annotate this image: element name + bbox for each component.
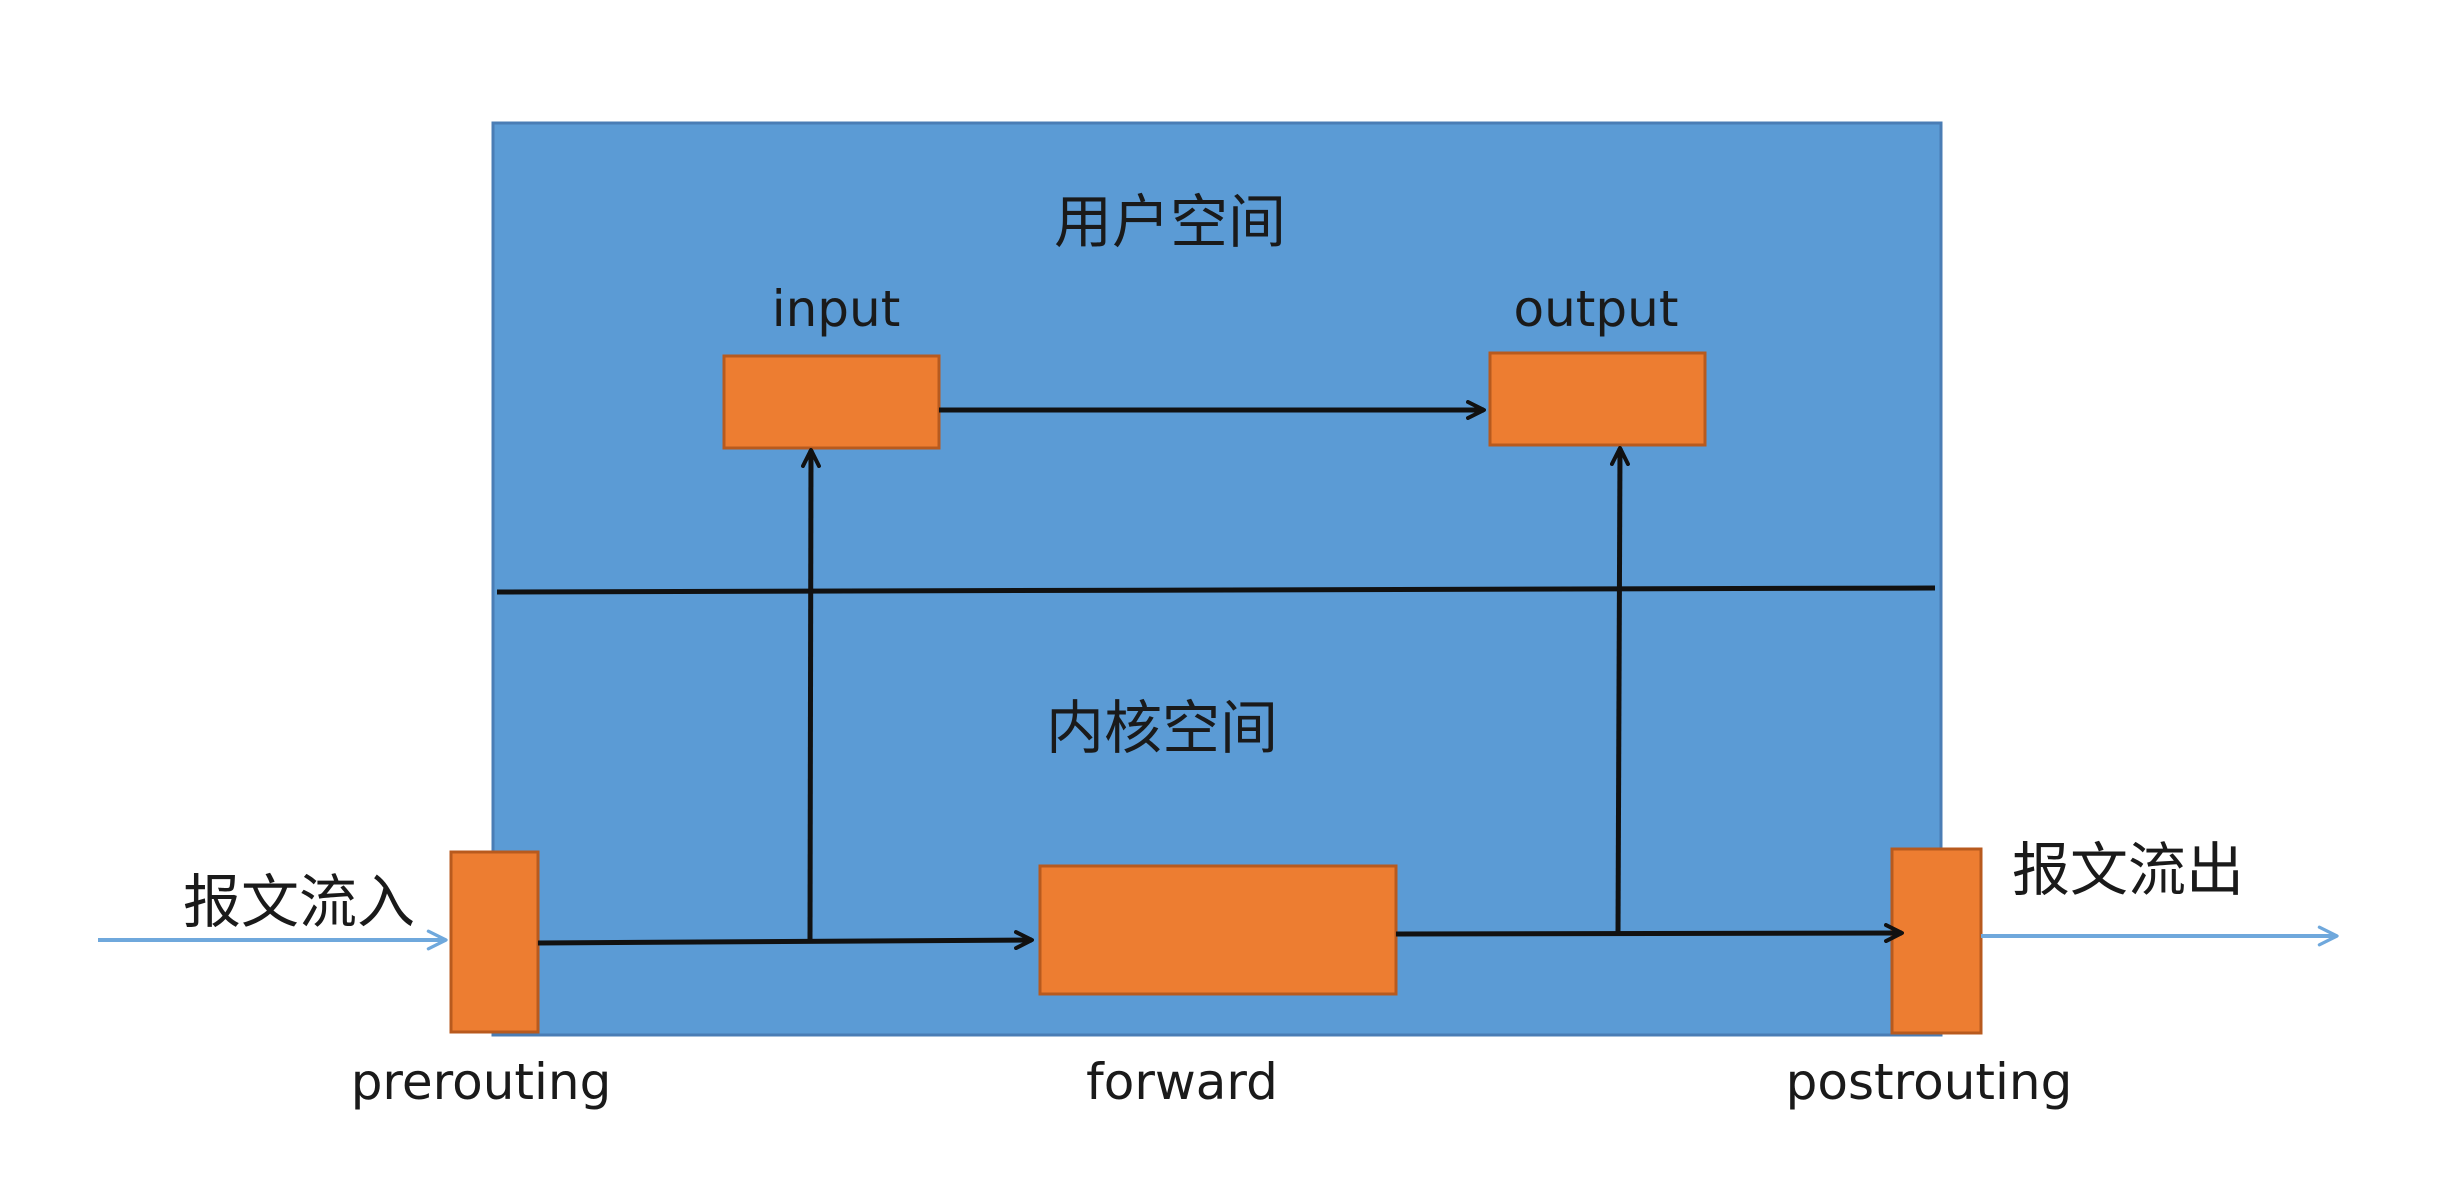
forward-hook-box — [1038, 864, 1398, 996]
user-kernel-divider — [496, 585, 1936, 595]
output-hook-box — [1488, 351, 1707, 447]
kernel-space-label: 内核空间 — [1046, 694, 1278, 762]
prerouting-to-forward-arrow — [537, 930, 1034, 951]
output-to-postrouting-line — [1609, 446, 1630, 934]
input-hook-box — [722, 354, 941, 450]
outbound-flow-label: 报文流出 — [2012, 836, 2244, 904]
output-hook-label: output — [1514, 280, 1679, 338]
prerouting-to-input-arrow — [800, 448, 821, 942]
inbound-flow-label: 报文流入 — [183, 868, 415, 936]
postrouting-hook-box — [1890, 847, 1983, 1035]
prerouting-hook-label: prerouting — [351, 1053, 612, 1111]
postrouting-hook-label: postrouting — [1786, 1053, 2073, 1111]
forward-to-postrouting-arrow — [1395, 923, 1904, 944]
prerouting-hook-box — [449, 850, 540, 1034]
user-space-label: 用户空间 — [1054, 188, 1286, 256]
input-hook-label: input — [772, 280, 901, 338]
forward-hook-label: forward — [1086, 1053, 1278, 1111]
